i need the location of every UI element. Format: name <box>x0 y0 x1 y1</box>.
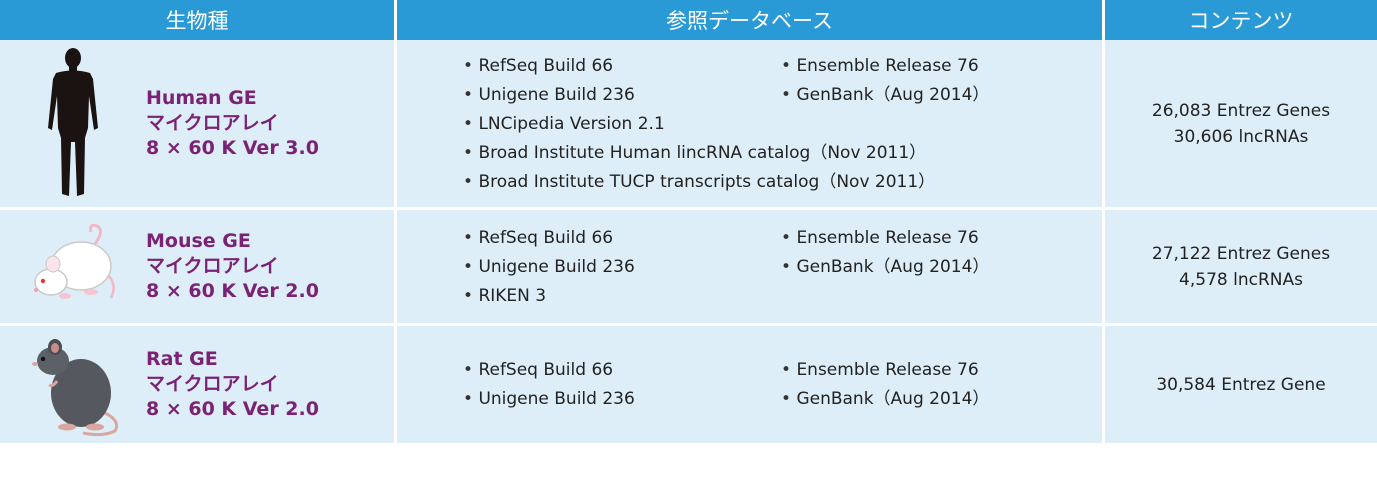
species-name: Mouse GE マイクロアレイ 8 × 60 K Ver 2.0 <box>146 229 319 304</box>
microarray-spec-table: 生物種 参照データベース コンテンツ Human GE <box>0 0 1377 446</box>
mouse-icon <box>0 223 146 310</box>
list-item: GenBank（Aug 2014） <box>781 82 1102 108</box>
contents-line: 30,584 Entrez Gene <box>1156 374 1326 395</box>
list-item: Ensemble Release 76 <box>781 53 1102 79</box>
database-cell: RefSeq Build 66 Ensemble Release 76 Unig… <box>397 210 1105 326</box>
species-cell: Mouse GE マイクロアレイ 8 × 60 K Ver 2.0 <box>0 210 397 326</box>
contents-line: 26,083 Entrez Genes <box>1151 100 1331 121</box>
species-name-line: Mouse GE <box>146 230 251 252</box>
list-item: RIKEN 3 <box>463 283 1102 309</box>
species-name-line: Rat GE <box>146 348 218 370</box>
list-item: Ensemble Release 76 <box>781 357 1102 383</box>
header-database: 参照データベース <box>397 0 1105 40</box>
contents-line: 4,578 lncRNAs <box>1179 269 1303 290</box>
list-item: RefSeq Build 66 <box>463 53 781 79</box>
species-name-line: 8 × 60 K Ver 2.0 <box>146 280 319 302</box>
header-contents: コンテンツ <box>1105 0 1377 40</box>
species-cell: Rat GE マイクロアレイ 8 × 60 K Ver 2.0 <box>0 326 397 446</box>
list-item: Broad Institute TUCP transcripts catalog… <box>463 169 1102 195</box>
list-item: Broad Institute Human lincRNA catalog（No… <box>463 140 1102 166</box>
list-item: Ensemble Release 76 <box>781 225 1102 251</box>
species-name-line: マイクロアレイ <box>146 112 279 134</box>
list-item: Unigene Build 236 <box>463 386 781 412</box>
contents-line: 27,122 Entrez Genes <box>1151 243 1331 264</box>
contents-cell: 27,122 Entrez Genes 4,578 lncRNAs <box>1105 210 1377 326</box>
species-name-line: 8 × 60 K Ver 2.0 <box>146 398 319 420</box>
species-cell: Human GE マイクロアレイ 8 × 60 K Ver 3.0 <box>0 40 397 210</box>
species-name-line: マイクロアレイ <box>146 373 279 395</box>
table-row-rat: Rat GE マイクロアレイ 8 × 60 K Ver 2.0 RefSeq B… <box>0 326 1377 446</box>
database-cell: RefSeq Build 66 Ensemble Release 76 Unig… <box>397 40 1105 210</box>
species-name-line: Human GE <box>146 87 257 109</box>
header-row: 生物種 参照データベース コンテンツ <box>0 0 1377 40</box>
list-item: GenBank（Aug 2014） <box>781 254 1102 280</box>
contents-cell: 26,083 Entrez Genes 30,606 lncRNAs <box>1105 40 1377 210</box>
species-name-line: マイクロアレイ <box>146 255 279 277</box>
database-list: RefSeq Build 66 Ensemble Release 76 Unig… <box>397 53 1102 195</box>
rat-icon <box>0 333 146 437</box>
header-species: 生物種 <box>0 0 397 40</box>
species-name: Rat GE マイクロアレイ 8 × 60 K Ver 2.0 <box>146 347 319 422</box>
list-item: Unigene Build 236 <box>463 82 781 108</box>
database-list: RefSeq Build 66 Ensemble Release 76 Unig… <box>397 225 1102 309</box>
human-silhouette-icon <box>0 46 146 202</box>
database-list: RefSeq Build 66 Ensemble Release 76 Unig… <box>397 357 1102 412</box>
table-row-human: Human GE マイクロアレイ 8 × 60 K Ver 3.0 RefSeq… <box>0 40 1377 210</box>
database-cell: RefSeq Build 66 Ensemble Release 76 Unig… <box>397 326 1105 446</box>
table-row-mouse: Mouse GE マイクロアレイ 8 × 60 K Ver 2.0 RefSeq… <box>0 210 1377 326</box>
list-item: RefSeq Build 66 <box>463 225 781 251</box>
contents-line: 30,606 lncRNAs <box>1173 126 1309 147</box>
species-name: Human GE マイクロアレイ 8 × 60 K Ver 3.0 <box>146 86 319 161</box>
contents-cell: 30,584 Entrez Gene <box>1105 326 1377 446</box>
list-item: GenBank（Aug 2014） <box>781 386 1102 412</box>
list-item: RefSeq Build 66 <box>463 357 781 383</box>
species-name-line: 8 × 60 K Ver 3.0 <box>146 137 319 159</box>
list-item: LNCipedia Version 2.1 <box>463 111 1102 137</box>
list-item: Unigene Build 236 <box>463 254 781 280</box>
